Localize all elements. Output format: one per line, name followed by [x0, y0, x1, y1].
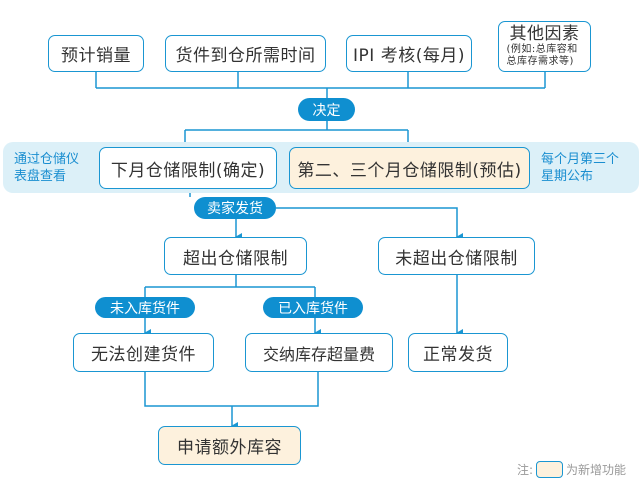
seller-ships-label: 卖家发货 — [207, 201, 263, 217]
decide-pill: 决定 — [298, 98, 355, 121]
factor-shipping-time: 货件到仓所需时间 — [165, 35, 326, 72]
legend: 注: 为新增功能 — [517, 461, 626, 478]
pay-overage-fee: 交纳库存超量费 — [245, 333, 393, 372]
factor-ipi-review: IPI 考核(每月) — [346, 35, 472, 72]
publish-note-text: 每个月第三个星期公布 — [541, 152, 620, 184]
received-label: 已入库货件 — [278, 300, 348, 317]
connector-ship-to-not-exceed — [276, 207, 463, 241]
legend-prefix: 注: — [517, 463, 534, 477]
factor-sublabel: (例如:总库容和总库存需求等) — [506, 44, 578, 68]
forecast-limit: 第二、三个月仓储限制(预估) — [289, 147, 530, 189]
not-received-label: 未入库货件 — [110, 300, 180, 317]
factor-label: IPI 考核(每月) — [353, 46, 465, 66]
factor-label: 其他因素 — [509, 23, 580, 44]
not-exceed-limit: 未超出仓储限制 — [378, 237, 535, 275]
exceed-limit-label: 超出仓储限制 — [183, 248, 288, 269]
request-extra-capacity: 申请额外库容 — [158, 426, 301, 465]
not-exceed-limit-label: 未超出仓储限制 — [395, 248, 518, 269]
factor-label: 预计销量 — [61, 46, 131, 66]
current-month-limit-label: 下月仓储限制(确定) — [110, 160, 266, 181]
exceed-limit: 超出仓储限制 — [164, 237, 307, 275]
not-received-pill: 未入库货件 — [95, 297, 195, 318]
dashboard-note-text: 通过仓储仪表盘查看 — [14, 152, 80, 184]
cannot-create-shipment: 无法创建货件 — [73, 333, 214, 372]
connector-merge — [144, 372, 319, 407]
current-month-limit: 下月仓储限制(确定) — [99, 147, 277, 189]
received-pill: 已入库货件 — [263, 297, 363, 318]
legend-swatch-new — [536, 461, 564, 478]
publish-note: 每个月第三个星期公布 — [541, 151, 631, 185]
cannot-create-label: 无法创建货件 — [91, 345, 196, 365]
request-capacity-label: 申请额外库容 — [177, 438, 282, 458]
factor-other: 其他因素 (例如:总库容和总库存需求等) — [498, 21, 591, 72]
normal-shipping-label: 正常发货 — [423, 345, 493, 365]
pay-fee-label: 交纳库存超量费 — [262, 344, 375, 364]
forecast-limit-label: 第二、三个月仓储限制(预估) — [297, 160, 522, 181]
dashboard-note: 通过仓储仪表盘查看 — [14, 151, 89, 185]
legend-text: 为新增功能 — [566, 463, 627, 477]
factor-sales-forecast: 预计销量 — [48, 35, 144, 72]
decide-label: 决定 — [312, 102, 341, 119]
factor-label: 货件到仓所需时间 — [175, 46, 316, 66]
normal-shipping: 正常发货 — [408, 333, 508, 372]
seller-ships-pill: 卖家发货 — [194, 197, 276, 219]
